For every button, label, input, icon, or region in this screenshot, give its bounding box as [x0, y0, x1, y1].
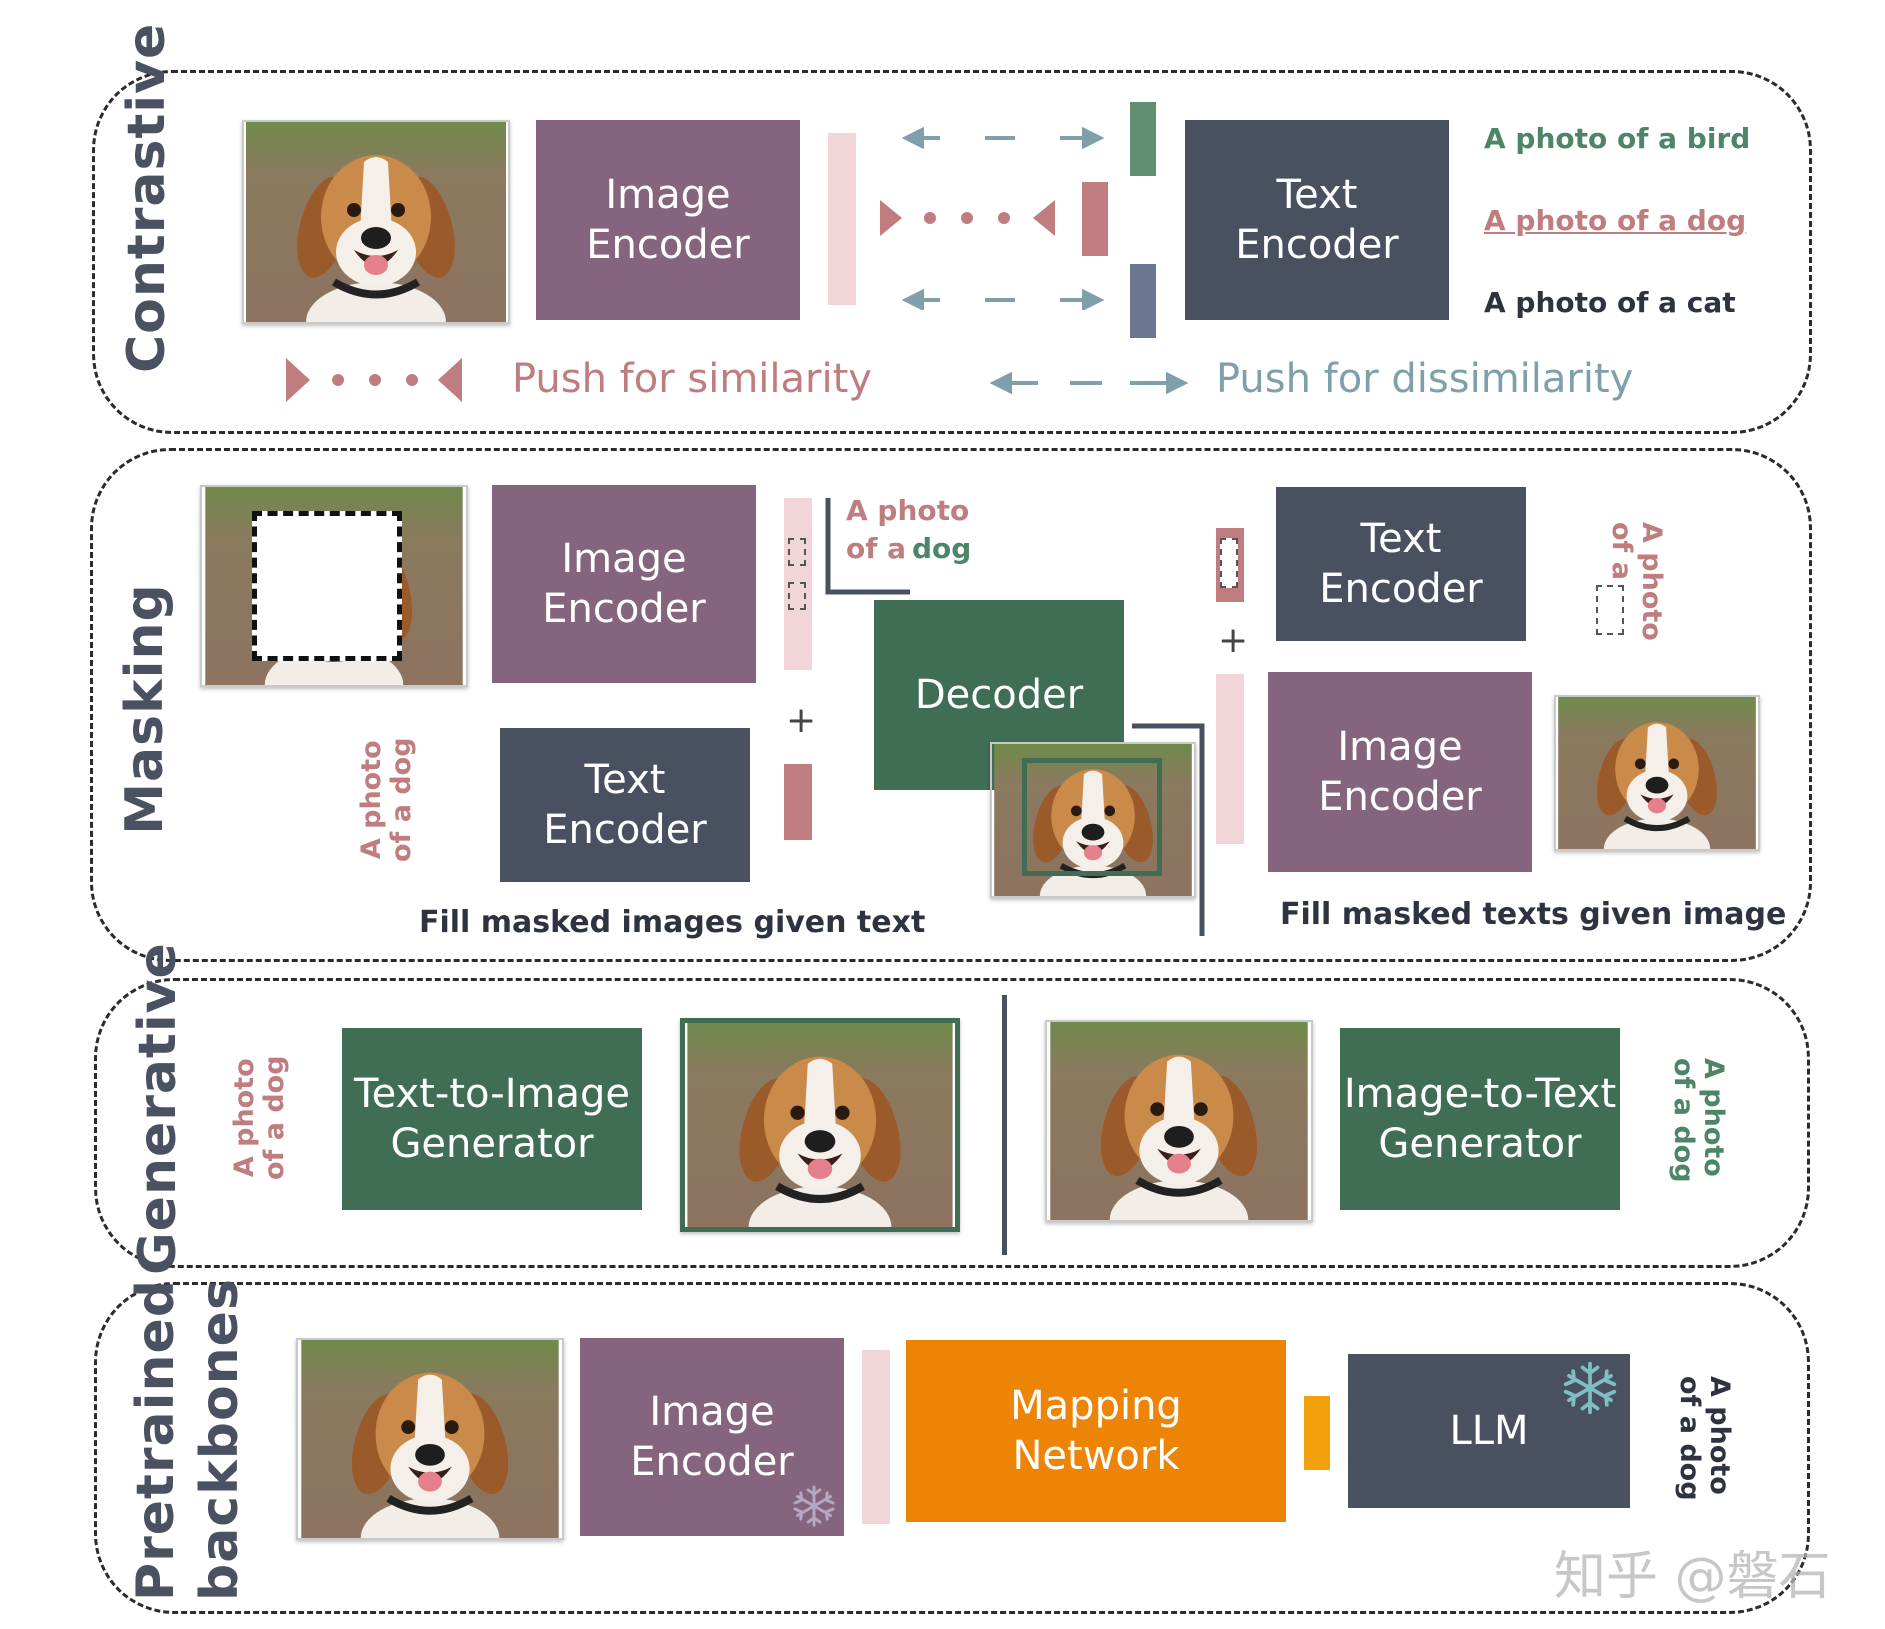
image-embedding	[828, 133, 856, 305]
text-embedding-bird	[1130, 102, 1156, 176]
legend-similarity: Push for similarity	[512, 356, 872, 402]
similarity-legend-icon	[286, 358, 462, 402]
llm-output-caption: A photo of a dog	[1674, 1376, 1735, 1501]
backbone-dog-photo	[296, 1338, 564, 1540]
plus-left: +	[786, 700, 817, 741]
masked-dog-photo	[200, 485, 468, 687]
image-embedding-right	[1216, 674, 1244, 844]
llm-box: LLM	[1348, 1354, 1630, 1508]
caption-bird: A photo of a bird	[1484, 122, 1751, 155]
masked-text-embedding	[1216, 528, 1244, 602]
pretrained-label-line2: backbones	[190, 1278, 250, 1601]
generative-label: Generative	[128, 942, 188, 1275]
contrastive-label: Contrastive	[117, 22, 177, 373]
masking-label: Masking	[115, 583, 175, 835]
pretrained-panel	[94, 1282, 1810, 1614]
plus-right: +	[1218, 620, 1249, 661]
caption-dog: A photo of a dog	[1484, 204, 1747, 237]
image-encoder-box: Image Encoder	[536, 120, 800, 320]
generative-divider	[1002, 995, 1007, 1255]
reconstructed-dog-photo	[990, 742, 1196, 898]
pretrained-label-line1: Pretrained	[126, 1279, 186, 1601]
bracket-top	[825, 498, 910, 595]
text-encoder-box: Text Encoder	[1185, 120, 1449, 320]
masked-text-encoder-left: Text Encoder	[500, 728, 750, 882]
caption-fill-images: Fill masked images given text	[419, 905, 926, 940]
text-embedding-dog	[1082, 182, 1108, 256]
gen-rotated-caption-right: A photo of a dog	[1668, 1058, 1729, 1183]
contrastive-panel	[92, 70, 1812, 434]
masked-caption-line1: A photo	[846, 494, 970, 527]
masked-image-embedding	[784, 498, 812, 670]
masking-panel	[90, 448, 1812, 962]
generated-dog-photo	[680, 1018, 960, 1232]
masked-text-encoder-right: Text Encoder	[1276, 487, 1526, 641]
caption-cat: A photo of a cat	[1484, 286, 1736, 319]
text-embedding-cat	[1130, 264, 1156, 338]
masked-caption-line2: of a	[846, 532, 907, 565]
gen-rotated-caption-left: A photo of a dog	[229, 1055, 290, 1180]
image-mask	[252, 511, 402, 661]
legend-dissimilarity: Push for dissimilarity	[1216, 356, 1634, 402]
dissimilarity-legend-icon	[990, 371, 1189, 395]
masked-image-encoder: Image Encoder	[492, 485, 756, 683]
watermark: 知乎 @磐石	[1554, 1547, 1831, 1607]
frozen-image-encoder: Image Encoder	[580, 1338, 844, 1536]
generative-panel	[94, 978, 1810, 1268]
rotated-caption-left: A photo of a dog	[356, 737, 417, 862]
bracket-decoder	[1132, 723, 1205, 936]
masked-image-encoder-right: Image Encoder	[1268, 672, 1532, 872]
image-feature-vector	[862, 1350, 890, 1524]
dog-photo	[242, 120, 510, 324]
input-dog-photo	[1045, 1020, 1313, 1222]
mapping-network-box: Mapping Network	[906, 1340, 1286, 1522]
contrastive-arrows	[880, 126, 1105, 310]
masked-caption-word: dog	[912, 532, 972, 565]
reconstructed-region	[1022, 758, 1162, 876]
dog-photo-right	[1554, 695, 1760, 851]
text-to-image-generator: Text-to-Image Generator	[342, 1028, 642, 1210]
snowflake-icon	[1562, 1360, 1618, 1416]
image-to-text-generator: Image-to-Text Generator	[1340, 1028, 1620, 1210]
snowflake-icon	[792, 1484, 836, 1528]
mapped-token-vector	[1304, 1396, 1330, 1470]
caption-fill-texts: Fill masked texts given image	[1280, 897, 1787, 932]
text-embedding-left	[784, 764, 812, 840]
masked-word-slot	[1596, 585, 1624, 635]
